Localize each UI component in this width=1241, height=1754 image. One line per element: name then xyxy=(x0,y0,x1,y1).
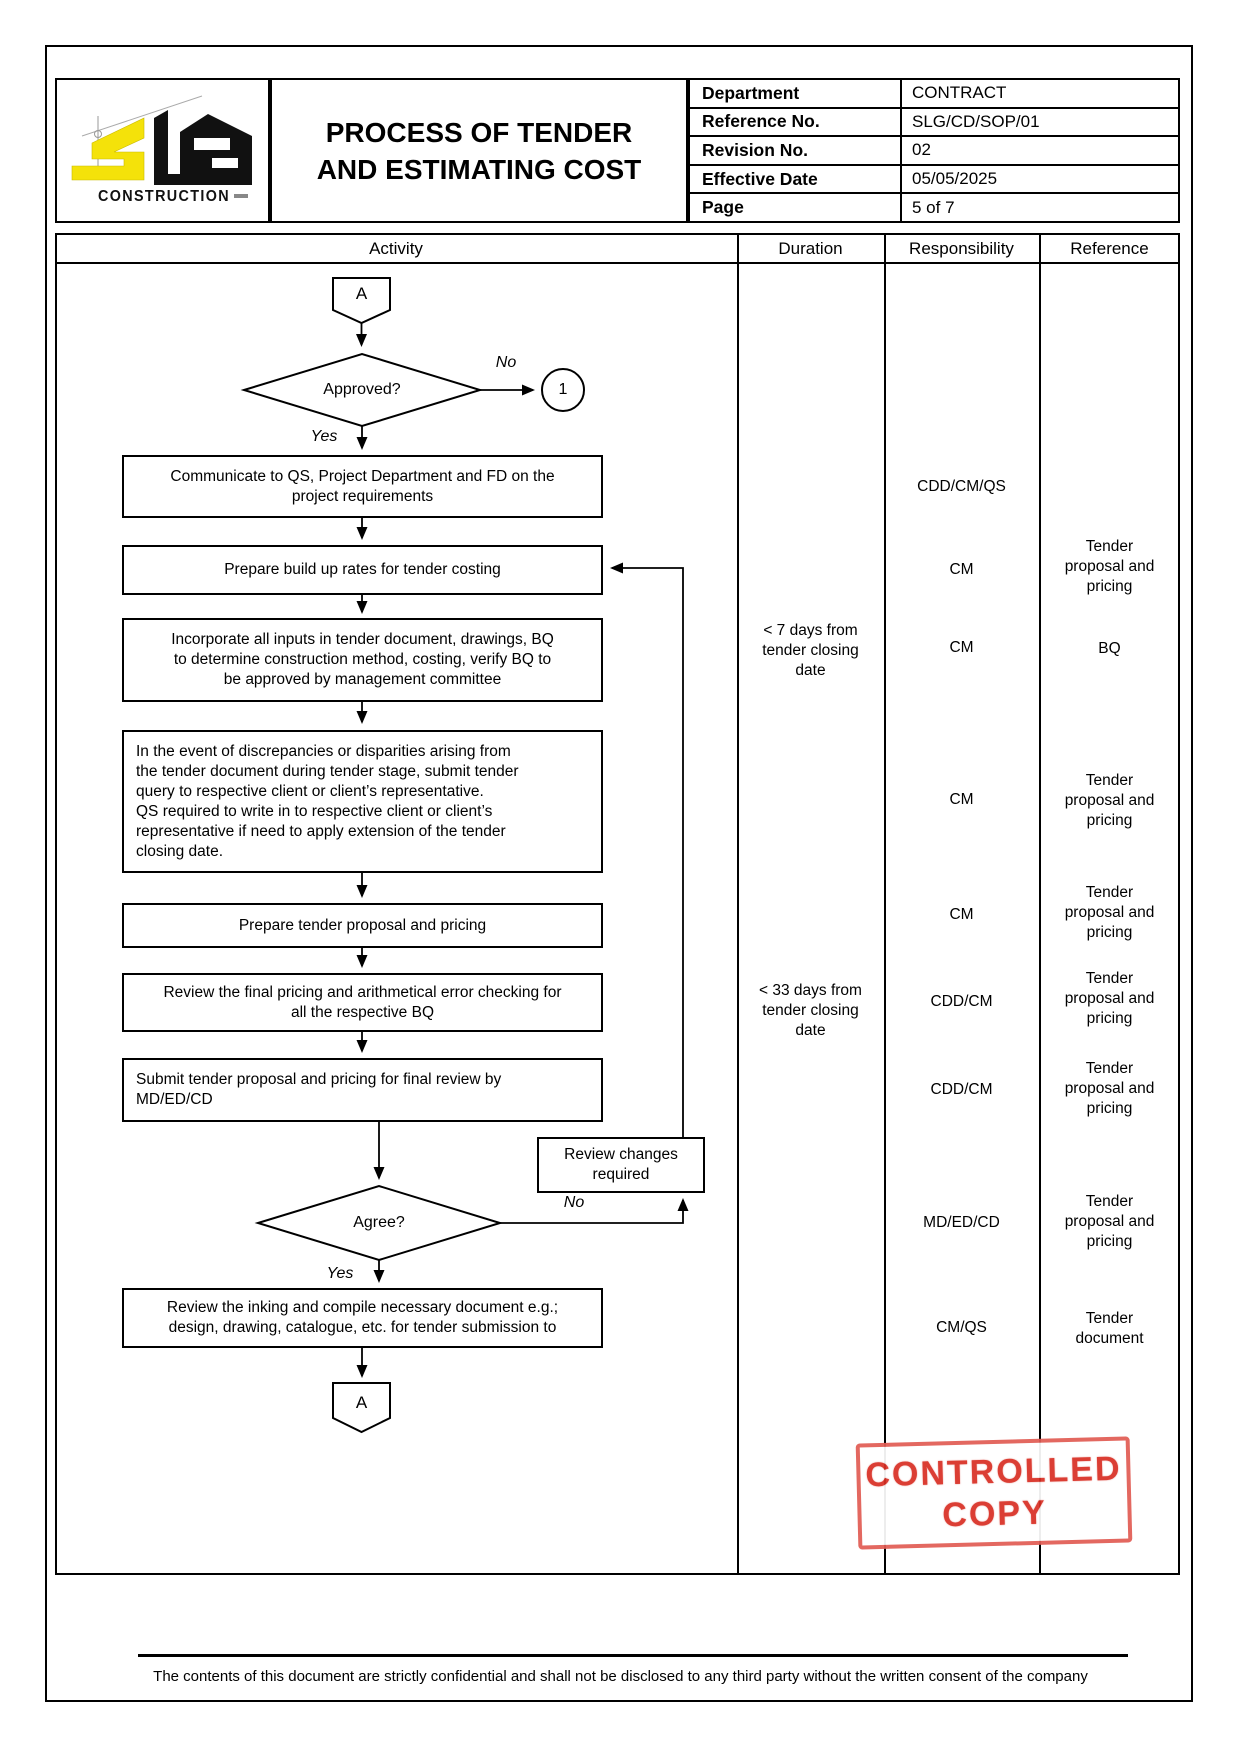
reference-cell: BQ xyxy=(1098,640,1121,657)
responsibility-cell: CM/QS xyxy=(936,1319,987,1336)
flow-table-header-rule xyxy=(55,262,1180,264)
reference-cell: Tender proposal and pricing xyxy=(1064,884,1155,941)
responsibility-cell: CDD/CM xyxy=(930,993,993,1010)
process-box-prepare-proposal: Prepare tender proposal and pricing xyxy=(122,903,603,948)
reference-cell: Tender document xyxy=(1075,1310,1144,1347)
responsibility-cell: CM xyxy=(949,791,974,808)
decision-approved-label: Approved? xyxy=(323,381,401,398)
stamp-line-1: CONTROLLED xyxy=(864,1449,1122,1495)
arrow-agree-no xyxy=(500,1198,689,1224)
info-value: 5 of 7 xyxy=(912,197,955,217)
responsibility-cell: CM xyxy=(949,561,974,578)
info-row: Page 5 of 7 xyxy=(690,194,1178,221)
process-box-review-final-pricing: Review the final pricing and arithmetica… xyxy=(122,973,603,1032)
offpage-connector-1-label: 1 xyxy=(558,381,568,398)
process-box-incorporate-inputs: Incorporate all inputs in tender documen… xyxy=(122,618,603,702)
info-label: Page xyxy=(690,194,902,221)
process-box-communicate: Communicate to QS, Project Department an… xyxy=(122,455,603,518)
column-divider-3 xyxy=(1039,233,1041,1575)
label-no-top: No xyxy=(495,354,517,371)
company-logo: CONSTRUCTION xyxy=(71,95,252,205)
info-label: Department xyxy=(690,80,902,107)
reference-cell: Tender proposal and pricing xyxy=(1064,772,1155,829)
info-label: Reference No. xyxy=(690,108,902,136)
info-row: Reference No. SLG/CD/SOP/01 xyxy=(690,108,1178,138)
column-header-reference: Reference xyxy=(1070,238,1149,258)
column-header-responsibility: Responsibility xyxy=(909,238,1014,258)
connector-a-bottom-label: A xyxy=(355,1393,368,1412)
logo-suffix-mark xyxy=(234,194,248,198)
responsibility-cell: CDD/CM xyxy=(930,1081,993,1098)
logo-g-notch-1 xyxy=(194,138,230,150)
connector-a-top-label: A xyxy=(355,284,368,303)
label-yes-bottom: Yes xyxy=(326,1265,354,1282)
process-box-build-up-rates: Prepare build up rates for tender costin… xyxy=(122,545,603,595)
column-header-duration: Duration xyxy=(778,238,843,258)
info-row: Department CONTRACT xyxy=(690,80,1178,109)
page-border xyxy=(45,45,1193,1702)
process-box-submit-proposal: Submit tender proposal and pricing for f… xyxy=(122,1058,603,1122)
footer-rule xyxy=(138,1654,1128,1657)
column-divider-1 xyxy=(737,233,739,1575)
reference-cell: Tender proposal and pricing xyxy=(1064,538,1155,595)
connector-a-top-shape xyxy=(332,277,391,325)
info-label: Effective Date xyxy=(690,165,902,193)
decision-agree-label: Agree? xyxy=(353,1214,405,1231)
logo-s-shape xyxy=(71,117,145,181)
document-info-table: Department CONTRACT Reference No. SLG/CD… xyxy=(688,78,1180,223)
process-box-review-inking: Review the inking and compile necessary … xyxy=(122,1288,603,1348)
reference-cell: Tender proposal and pricing xyxy=(1064,1060,1155,1117)
page-title: PROCESS OF TENDER AND ESTIMATING COST xyxy=(316,116,642,185)
duration-7-days: < 7 days from tender closing date xyxy=(762,622,859,679)
info-value: 05/05/2025 xyxy=(912,169,998,189)
label-yes-top: Yes xyxy=(310,428,338,445)
responsibility-cell: CDD/CM/QS xyxy=(917,478,1006,495)
logo-l-shape xyxy=(154,110,168,174)
logo-wordmark: CONSTRUCTION xyxy=(98,188,230,205)
controlled-copy-stamp: CONTROLLED COPY xyxy=(855,1436,1133,1550)
reference-cell: Tender proposal and pricing xyxy=(1064,1193,1155,1250)
responsibility-cell: MD/ED/CD xyxy=(923,1214,1000,1231)
info-row: Effective Date 05/05/2025 xyxy=(690,165,1178,195)
flow-table-border xyxy=(55,233,1180,1575)
column-header-activity: Activity xyxy=(369,238,423,258)
info-value: CONTRACT xyxy=(912,83,1007,103)
connector-a-bottom-shape xyxy=(332,1382,391,1434)
info-label: Revision No. xyxy=(690,137,902,164)
process-box-discrepancies: In the event of discrepancies or dispari… xyxy=(122,730,603,873)
logo-roofline xyxy=(81,95,203,137)
process-box-review-changes: Review changes required xyxy=(537,1137,705,1193)
responsibility-cell: CM xyxy=(949,906,974,923)
logo-marker xyxy=(94,130,102,138)
document-title-cell: PROCESS OF TENDER AND ESTIMATING COST xyxy=(270,78,688,223)
confidentiality-notice: The contents of this document are strict… xyxy=(153,1667,1088,1685)
offpage-connector-1-shape xyxy=(541,368,585,412)
logo-base-bar xyxy=(154,174,252,185)
stamp-line-2: COPY xyxy=(941,1493,1048,1535)
duration-33-days: < 33 days from tender closing date xyxy=(759,982,862,1039)
responsibility-cell: CM xyxy=(949,639,974,656)
arrow-review-changes-feedback xyxy=(610,562,684,1137)
column-divider-2 xyxy=(884,233,886,1575)
reference-cell: Tender proposal and pricing xyxy=(1064,970,1155,1027)
info-value: SLG/CD/SOP/01 xyxy=(912,111,1040,131)
info-row: Revision No. 02 xyxy=(690,137,1178,166)
logo-g-notch-2 xyxy=(212,158,238,168)
info-value: 02 xyxy=(912,140,931,160)
label-no-bottom: No xyxy=(563,1194,585,1211)
